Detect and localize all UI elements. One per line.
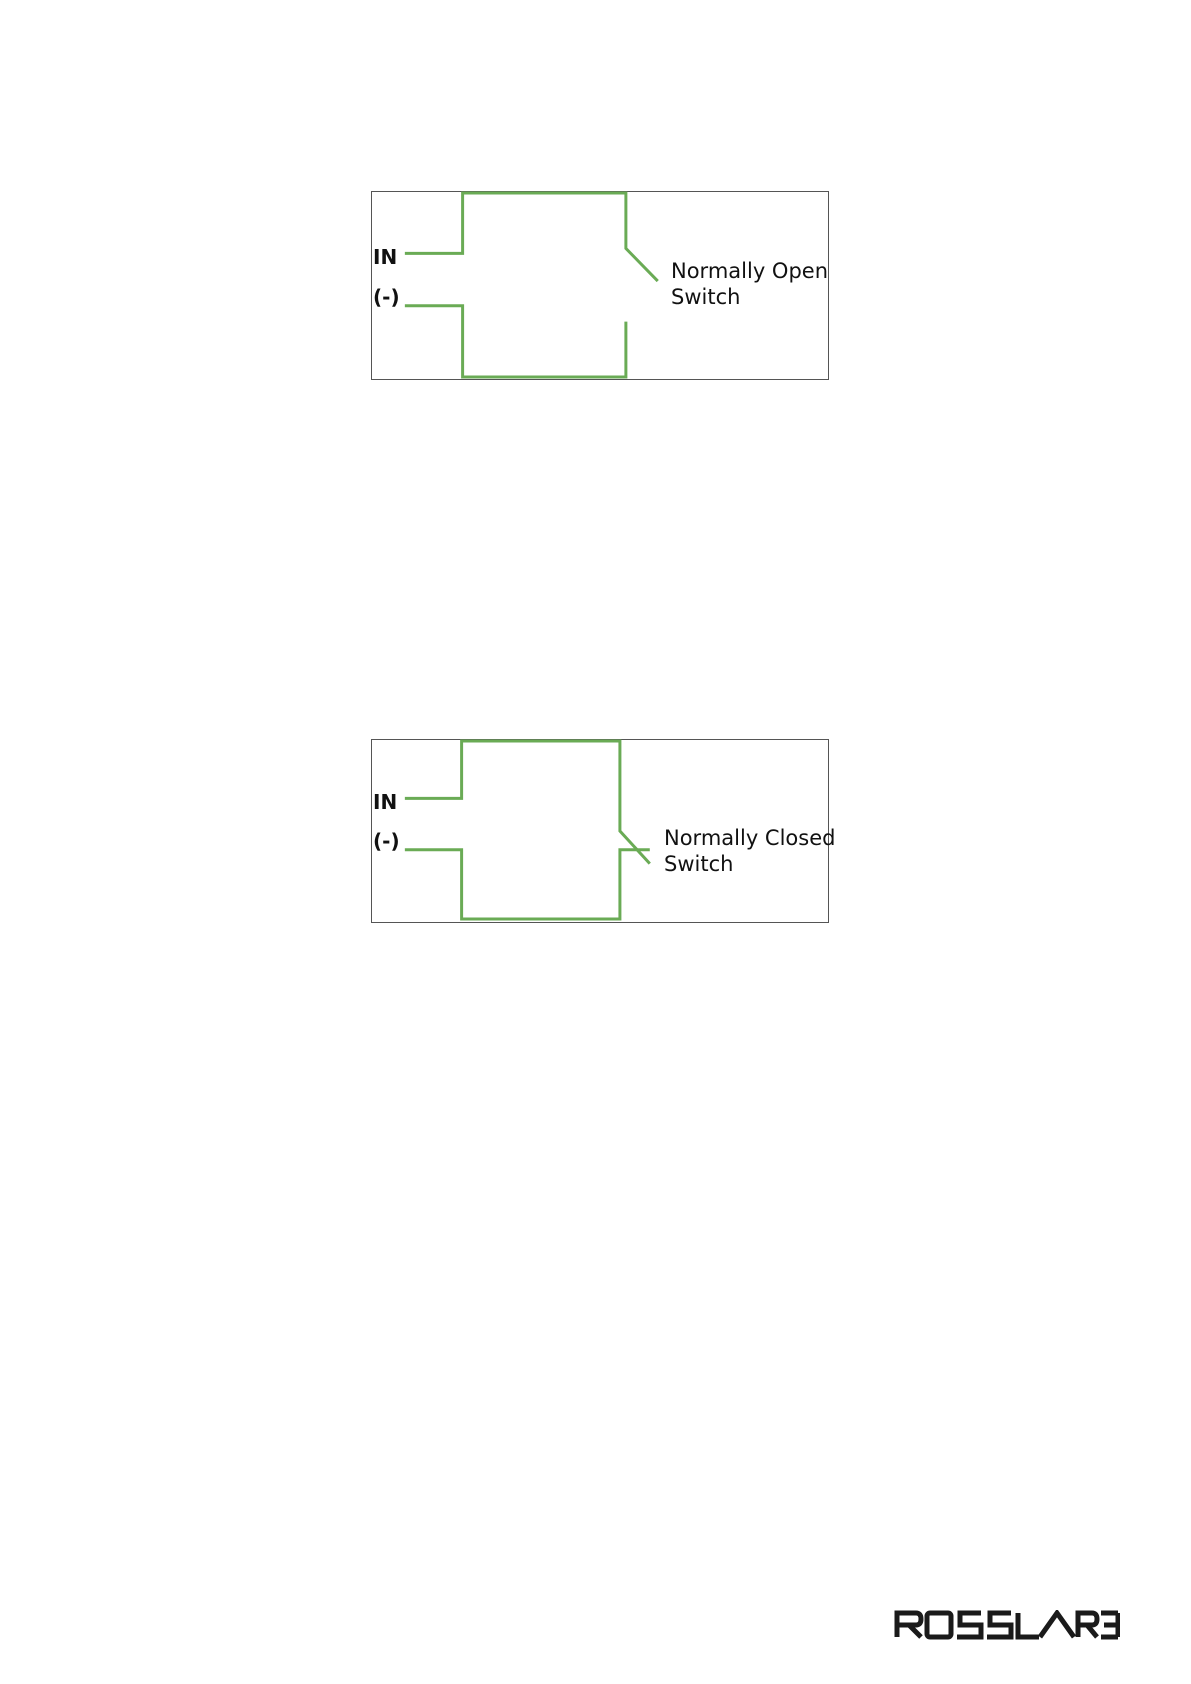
neg-wire [405, 306, 626, 377]
terminal-negative-label: (-) [373, 830, 400, 852]
normally-open-diagram: IN (-) Normally Open Switch [371, 191, 829, 380]
switch-label-line1: Normally Closed [664, 825, 835, 851]
terminal-in-label: IN [373, 246, 397, 268]
switch-label: Normally Open Switch [671, 258, 828, 310]
terminal-negative-label: (-) [373, 286, 400, 308]
rosslare-logo-mark [894, 1610, 1120, 1640]
normally-closed-diagram: IN (-) Normally Closed Switch [371, 739, 829, 923]
in-wire [405, 741, 650, 864]
rosslare-logo [894, 1610, 1120, 1640]
switch-label-line2: Switch [664, 851, 835, 877]
neg-wire [405, 850, 650, 919]
in-wire [405, 193, 658, 281]
terminal-in-label: IN [373, 791, 397, 813]
switch-label: Normally Closed Switch [664, 825, 835, 877]
switch-label-line2: Switch [671, 284, 828, 310]
switch-label-line1: Normally Open [671, 258, 828, 284]
